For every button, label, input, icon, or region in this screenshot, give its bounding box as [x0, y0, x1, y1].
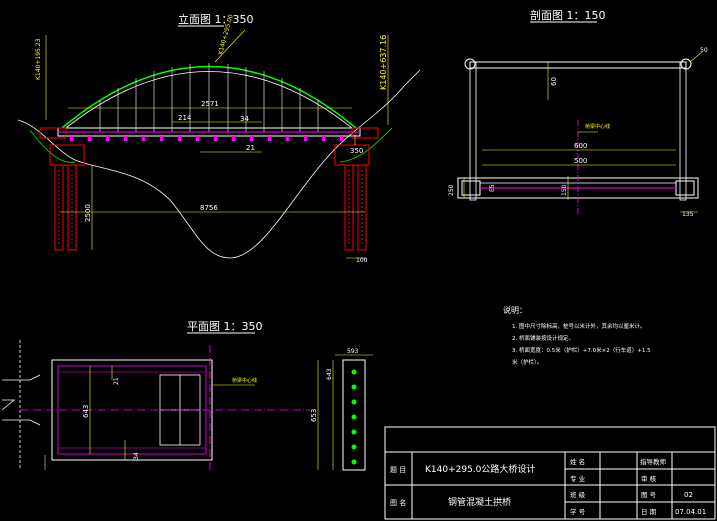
detail-dim-side: 653: [310, 409, 318, 422]
plan-dim-21: 21: [113, 377, 120, 385]
elevation-view: 立面图 1：350: [17, 12, 421, 264]
section-dim-60: 60: [550, 77, 558, 86]
dim-span-top: 2571: [201, 100, 219, 108]
title-block: [384, 426, 716, 520]
dim-2500: 2500: [84, 204, 92, 222]
dim-214: 214: [178, 114, 192, 122]
row-label-4: 学 号: [570, 507, 586, 516]
plan-dimensions: [44, 366, 126, 470]
right-label-4: 日 期: [641, 508, 657, 516]
drawer-label: 指导教师: [640, 457, 667, 466]
dim-350: 350: [350, 147, 363, 155]
arch-hangers: [99, 63, 319, 132]
section-view: 剖面图 1：150 桥梁中心线 60 600 500 250: [448, 8, 708, 218]
section-dim-135: 135: [682, 211, 694, 218]
left-abutment: [39, 127, 85, 251]
left-stake-label: K140+195.23: [35, 38, 42, 80]
dim-21: 21: [246, 144, 255, 152]
plan-centerline-label: 桥梁中心线: [232, 377, 257, 384]
terrain-profile: [17, 69, 421, 259]
right-label-3: 图 号: [641, 491, 657, 499]
section-centerline-label: 桥梁中心线: [585, 123, 610, 130]
plan-view: 平面图 1：350 桥梁中心线 21 643 34: [1, 320, 373, 471]
right-stake-label: K140+637.16: [379, 35, 388, 90]
title-drawing: 钢管混凝土拱桥: [448, 496, 511, 508]
section-title: 剖面图 1：150: [530, 8, 606, 22]
section-dim-600: 600: [574, 142, 587, 150]
row-label-1: 姓 名: [570, 457, 585, 466]
elevation-title: 立面图 1：350: [178, 12, 254, 26]
note-2: 2. 桥面铺装按设计规定。: [512, 334, 574, 342]
title-label-project: 题 目: [390, 466, 406, 474]
note-1: 1. 图中尺寸除标高、桩号以米计外，其余均以厘米计。: [512, 322, 646, 330]
detail-dim-top: 593: [347, 348, 359, 355]
plan-title: 平面图 1：350: [187, 320, 263, 333]
dim-total: 8756: [200, 204, 218, 212]
note-4: 米（护栏）。: [512, 358, 542, 366]
detail-dim-inner: 643: [326, 368, 333, 380]
elevation-dimensions: [60, 107, 366, 259]
note-3: 3. 桥面宽度：0.5米（护栏）+7.0米×2（行车道）+1.5: [512, 346, 651, 354]
section-dim-150: 150: [561, 184, 568, 196]
section-dim-50: 50: [700, 47, 708, 54]
bolt-holes: [351, 369, 357, 465]
dim-100: 100: [356, 257, 368, 264]
bolt-plate-detail: [317, 354, 373, 471]
reviewer-label: 审 核: [641, 474, 657, 483]
title-project: K140+295.0公路大桥设计: [425, 463, 535, 475]
notes-heading: 说明：: [503, 305, 527, 315]
right-abutment: [334, 127, 379, 251]
plan-dim-34: 34: [133, 452, 140, 460]
section-dim-250: 250: [448, 184, 455, 196]
drawing-number: 02: [684, 491, 693, 499]
deck-cross-beams: [70, 136, 343, 141]
section-dim-500: 500: [574, 157, 587, 165]
dim-34: 34: [240, 115, 249, 123]
plan-dim-643: 643: [82, 405, 90, 418]
drawing-date: 07.04.01: [675, 508, 706, 516]
row-label-2: 专 业: [570, 474, 586, 483]
section-dimensions: [463, 51, 703, 213]
notes-block: 说明： 1. 图中尺寸除标高、桩号以米计外，其余均以厘米计。 2. 桥面铺装按设…: [503, 305, 651, 366]
section-dim-e5: E5: [489, 184, 496, 192]
title-label-drawing: 图 名: [390, 498, 406, 507]
row-label-3: 班 级: [570, 490, 586, 499]
